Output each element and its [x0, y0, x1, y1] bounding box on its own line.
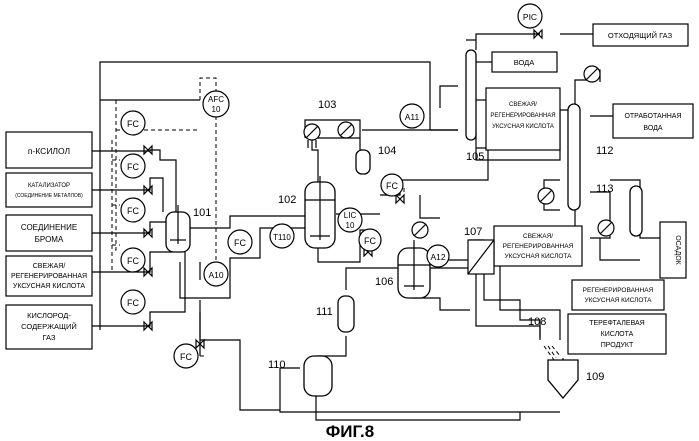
terephthalic-label-2: КИСЛОТА — [601, 331, 634, 338]
fc-catalyst: FC — [127, 162, 139, 172]
ref-111: 111 — [316, 306, 333, 318]
fresh-acid-left-label-1: СВЕЖАЯ/ — [33, 263, 66, 270]
catalyst-label-1: КАТАЛИЗАТОР — [28, 183, 70, 189]
column-113 — [630, 186, 642, 236]
fresh-acid-right-label-3: УКСУСНАЯ КИСЛОТА — [504, 253, 572, 260]
afc-label-2: 10 — [212, 105, 221, 114]
fresh-acid-left-label-3: УКСУСНАЯ КИСЛОТА — [13, 283, 86, 290]
ref-105: 105 — [466, 151, 484, 163]
sediment-label: ОСАДОК — [674, 235, 681, 265]
fresh-acid-top-label-1: СВЕЖАЯ/ — [509, 102, 537, 108]
ref-107: 107 — [464, 226, 482, 238]
regen-acid-label-2: УКСУСНАЯ КИСЛОТА — [584, 297, 652, 304]
t110-label: T110 — [273, 233, 291, 242]
dryer-109 — [548, 360, 578, 398]
fc-reactor-102: FC — [234, 238, 246, 248]
waste-water-label-2: ВОДА — [643, 125, 662, 132]
feed-boxes: п-КСИЛОЛ КАТАЛИЗАТОР (СОЕДИНЕНИЕ МЕТАЛЛО… — [6, 132, 92, 349]
a12-label: A12 — [430, 252, 445, 262]
tank-110 — [304, 356, 332, 396]
ref-104: 104 — [378, 145, 396, 157]
regen-acid-label-1: РЕГЕНЕРИРОВАННАЯ — [583, 287, 654, 294]
p-xylene-label: п-КСИЛОЛ — [28, 146, 70, 156]
column-112 — [568, 104, 580, 210]
ref-102: 102 — [278, 194, 296, 206]
oxygen-gas-label-1: КИСЛОРОД- — [27, 311, 71, 320]
fc-bromine: FC — [127, 206, 139, 216]
fc-oxygen: FC — [127, 298, 139, 308]
fc-106: FC — [386, 181, 398, 191]
a11-label: A11 — [405, 112, 420, 122]
lic-label-1: LIC — [344, 211, 357, 220]
bromine-label-2: БРОМА — [35, 235, 64, 244]
fc-p-xylene: FC — [127, 119, 139, 129]
terephthalic-label-1: ТЕРЕФТАЛЕВАЯ — [589, 320, 645, 327]
catalyst-label-2: (СОЕДИНЕНИЕ МЕТАЛЛОВ) — [15, 193, 83, 199]
ref-103: 103 — [318, 99, 336, 111]
ref-108: 108 — [528, 316, 546, 328]
waste-water-label-1: ОТРАБОТАННАЯ — [624, 113, 681, 120]
ref-112: 112 — [596, 145, 614, 157]
fresh-acid-right-label-2: РЕГЕНЕРИРОВАННАЯ — [503, 243, 574, 250]
ref-101: 101 — [193, 207, 211, 219]
water-label: ВОДА — [514, 58, 535, 67]
drum-111 — [338, 296, 354, 332]
fresh-acid-right-label-1: СВЕЖАЯ/ — [523, 233, 553, 240]
fc-fresh-acid: FC — [127, 256, 139, 266]
fresh-acid-top-label-2: РЕГЕНЕРИРОВАННАЯ — [490, 113, 555, 119]
oxygen-gas-label-2: СОДЕРЖАЩИЙ — [21, 322, 77, 331]
figure-caption: ФИГ.8 — [326, 422, 374, 441]
fresh-acid-left-label-2: РЕГЕНЕРИРОВАННАЯ — [11, 273, 87, 280]
lic-label-2: 10 — [346, 221, 355, 230]
pic-label: PIC — [523, 12, 537, 22]
terephthalic-label-3: ПРОДУКТ — [601, 342, 634, 349]
offgas-label: ОТХОДЯЩИЙ ГАЗ — [608, 31, 673, 40]
ref-106: 106 — [375, 276, 393, 288]
ref-110: 110 — [268, 359, 286, 371]
drum-104 — [356, 150, 370, 174]
a10-label: A10 — [208, 270, 223, 280]
fresh-acid-top-label-3: УКСУСНАЯ КИСЛОТА — [492, 124, 554, 130]
afc-label-1: AFC — [208, 95, 224, 104]
oxygen-gas-label-3: ГАЗ — [42, 333, 55, 342]
column-105 — [466, 50, 476, 140]
bromine-label-1: СОЕДИНЕНИЕ — [21, 223, 77, 232]
ref-113: 113 — [596, 183, 614, 195]
fc-bottom: FC — [180, 352, 192, 362]
ref-109: 109 — [586, 371, 604, 383]
fc-lic: FC — [364, 236, 376, 246]
